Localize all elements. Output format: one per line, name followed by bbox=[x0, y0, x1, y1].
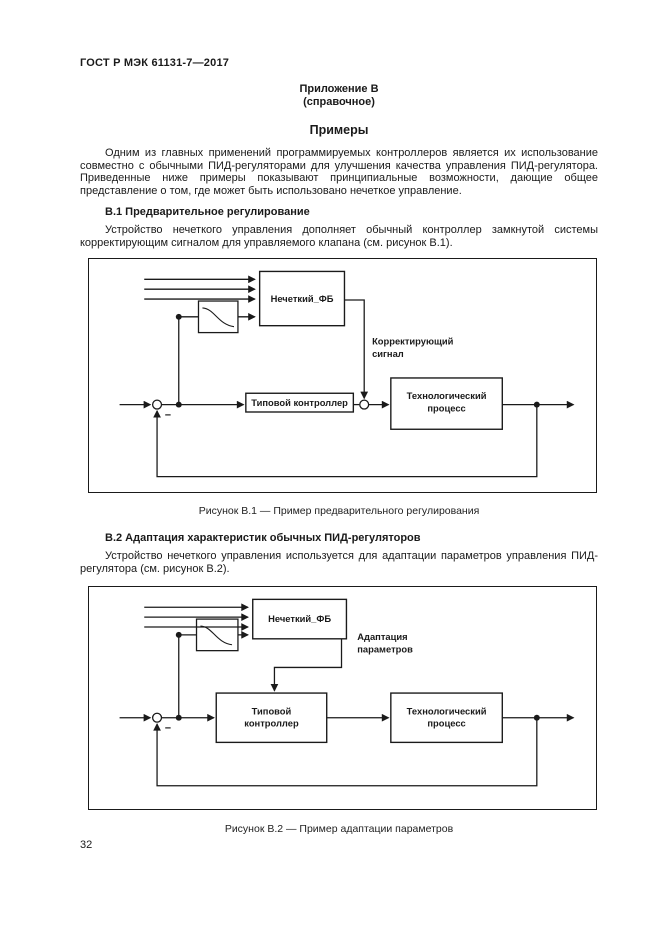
process-label-line2: процесс bbox=[427, 404, 465, 414]
branch-dot-top bbox=[175, 313, 182, 320]
branch-dot-main bbox=[175, 714, 182, 721]
diagram-b2: Нечеткий_ФБ Типовой контроллер Технологи… bbox=[119, 598, 575, 787]
fuzzy-fb-label: Нечеткий_ФБ bbox=[271, 294, 334, 304]
appendix-title: Примеры bbox=[309, 123, 369, 137]
section-b2-paragraph: Устройство нечеткого управления использу… bbox=[80, 550, 598, 575]
correcting-signal-label-line2: сигнал bbox=[372, 349, 404, 359]
characteristic-curve-icon bbox=[197, 300, 239, 334]
correcting-signal-label-line1: Корректирующий bbox=[372, 336, 454, 346]
sum-junction-1 bbox=[151, 712, 163, 723]
diagram-b1: Нечеткий_ФБ Типовой контроллер Технологи… bbox=[119, 270, 575, 478]
branch-dot-main bbox=[175, 401, 182, 408]
typical-controller-label: Типовой контроллер bbox=[251, 398, 348, 408]
fuzzy-fb-label: Нечеткий_ФБ bbox=[268, 614, 331, 624]
adaptation-label-line2: параметров bbox=[357, 645, 413, 655]
process-block bbox=[390, 377, 503, 430]
typical-controller-label-line1: Типовой bbox=[252, 706, 292, 716]
process-label-line2: процесс bbox=[427, 719, 465, 729]
characteristic-curve-icon bbox=[195, 618, 239, 652]
adaptation-line bbox=[270, 638, 343, 692]
fuzzy-fb-block bbox=[252, 598, 348, 640]
feedback-line bbox=[153, 404, 538, 478]
sum-junction-1 bbox=[151, 399, 163, 410]
branch-dot-output bbox=[533, 714, 540, 721]
feedback-line bbox=[153, 717, 538, 787]
branch-dot-top bbox=[175, 631, 182, 638]
section-b2-heading: В.2 Адаптация характеристик обычных ПИД-… bbox=[105, 532, 421, 544]
characteristic-curve bbox=[202, 307, 235, 328]
figure-b2-caption: Рисунок В.2 — Пример адаптации параметро… bbox=[224, 823, 454, 835]
minus-sign: − bbox=[165, 409, 171, 421]
appendix-kind: (справочное) bbox=[303, 96, 375, 108]
running-header: ГОСТ Р МЭК 61131-7—2017 bbox=[80, 57, 230, 69]
process-label-line1: Технологический bbox=[407, 391, 487, 401]
adaptation-label-line1: Адаптация bbox=[357, 632, 407, 642]
correcting-signal-line bbox=[344, 299, 369, 400]
fuzzy-fb-block bbox=[258, 270, 346, 327]
intro-paragraph: Одним из главных применений программируе… bbox=[80, 147, 598, 197]
characteristic-curve bbox=[200, 625, 233, 646]
minus-sign: − bbox=[165, 723, 171, 735]
page-content: ГОСТ Р МЭК 61131-7—2017 Приложение В (сп… bbox=[80, 57, 598, 835]
section-b1-paragraph: Устройство нечеткого управления дополняе… bbox=[80, 224, 598, 249]
figure-b1-caption: Рисунок В.1 — Пример предварительного ре… bbox=[198, 505, 480, 517]
figure-b2-frame: Нечеткий_ФБ Типовой контроллер Технологи… bbox=[88, 586, 597, 810]
sum-junction-2 bbox=[359, 399, 370, 410]
page-number: 32 bbox=[80, 839, 93, 851]
section-b1-heading: В.1 Предварительное регулирование bbox=[105, 206, 310, 218]
appendix-label: Приложение В bbox=[299, 83, 379, 95]
typical-controller-block bbox=[245, 392, 355, 413]
process-label-line1: Технологический bbox=[407, 706, 487, 716]
figure-b1-frame: Нечеткий_ФБ Типовой контроллер Технологи… bbox=[88, 258, 597, 493]
branch-dot-output bbox=[533, 401, 540, 408]
typical-controller-label-line2: контроллер bbox=[244, 719, 299, 729]
